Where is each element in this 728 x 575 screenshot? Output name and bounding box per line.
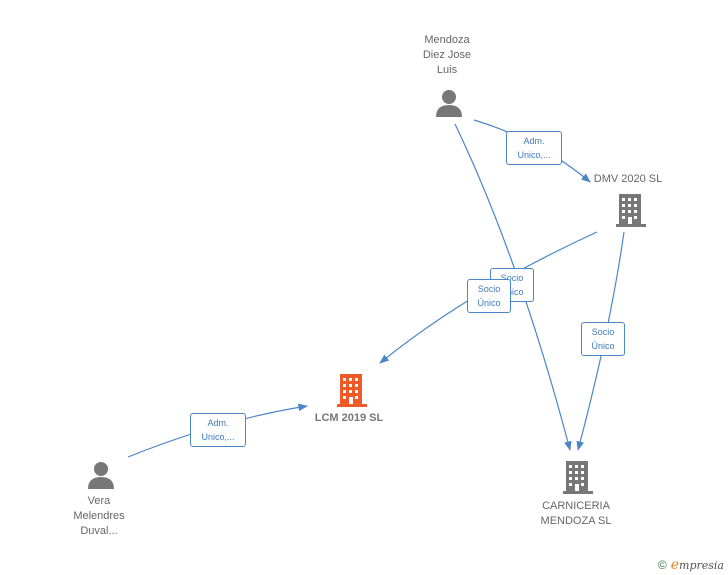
edge-label-dmv-carniceria[interactable]: Socio Único bbox=[581, 322, 625, 356]
company-name-line: CARNICERIA bbox=[542, 500, 610, 512]
company-label-dmv[interactable]: DMV 2020 SL bbox=[593, 173, 663, 185]
person-name-line: Melendres bbox=[73, 510, 125, 522]
person-label-mendoza[interactable]: Mendoza Diez Jose Luis bbox=[405, 33, 489, 78]
company-label-lcm[interactable]: LCM 2019 SL bbox=[314, 412, 384, 424]
edge-label-vera-lcm[interactable]: Adm. Unico,... bbox=[190, 413, 246, 447]
person-name-line: Luis bbox=[436, 64, 458, 76]
copyright-icon: © bbox=[657, 558, 667, 572]
edge-label-line: Único bbox=[591, 341, 615, 351]
person-name-line: Vera bbox=[87, 495, 111, 507]
edge-label-line: Adm. bbox=[523, 136, 545, 146]
person-label-vera[interactable]: Vera Melendres Duval... bbox=[56, 494, 142, 539]
edge-label-line: Único bbox=[477, 298, 501, 308]
person-name-line: Diez Jose bbox=[422, 49, 472, 61]
person-name-line: Duval... bbox=[80, 525, 118, 537]
edge-label-line: Único bbox=[500, 287, 524, 297]
edge-label-line: Socio bbox=[477, 284, 501, 294]
edge-label-mendoza-dmv[interactable]: Adm. Unico,... bbox=[506, 131, 562, 165]
edge-label-line: Adm. bbox=[207, 418, 229, 428]
logo-initial: e bbox=[670, 557, 680, 573]
edge-label-line: Socio bbox=[500, 273, 524, 283]
logo-text: mpresia bbox=[679, 559, 724, 572]
person-name-line: Mendoza bbox=[424, 34, 470, 46]
edge-label-line: Socio bbox=[591, 327, 615, 337]
person-icon[interactable] bbox=[86, 460, 116, 490]
building-icon[interactable] bbox=[614, 192, 648, 228]
building-icon[interactable] bbox=[561, 459, 595, 495]
edge-label-dmv-lcm[interactable]: Socio Único bbox=[467, 279, 511, 313]
edge-label-mendoza-carniceria[interactable]: Socio Único bbox=[490, 268, 534, 302]
footer-brand: © empresia bbox=[658, 557, 724, 573]
empresia-logo: empresia bbox=[671, 557, 724, 573]
edge-label-line: Unico,... bbox=[517, 150, 551, 160]
building-icon-focus[interactable] bbox=[335, 372, 369, 408]
company-name-line: MENDOZA SL bbox=[540, 515, 612, 527]
person-icon[interactable] bbox=[434, 88, 464, 118]
edge-label-line: Unico,... bbox=[201, 432, 235, 442]
company-label-carniceria[interactable]: CARNICERIA MENDOZA SL bbox=[526, 499, 626, 529]
